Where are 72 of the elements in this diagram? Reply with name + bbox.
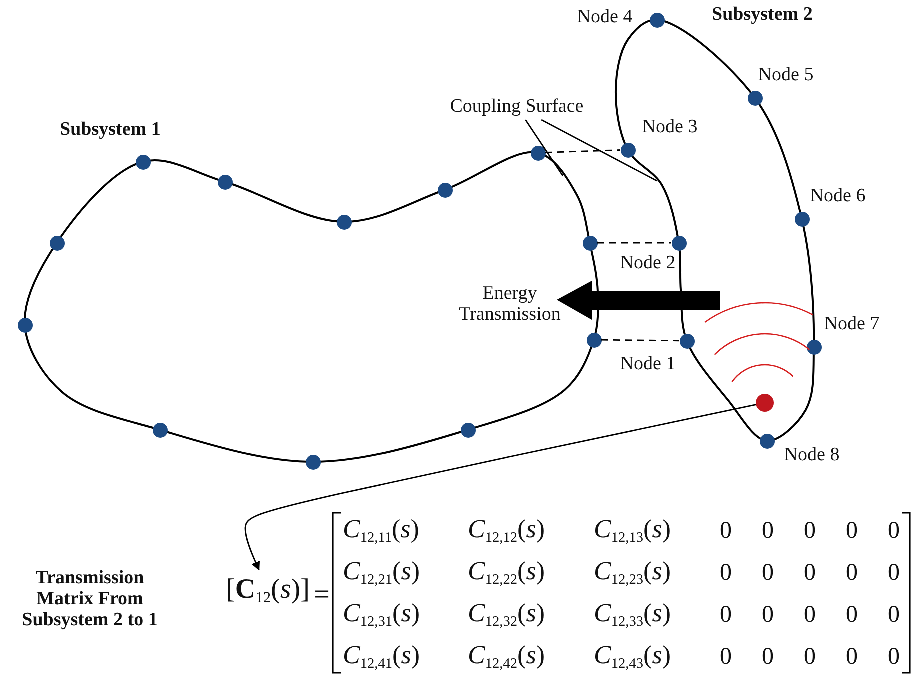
matrix-cell: 0: [804, 602, 816, 628]
node-label: Node 3: [642, 118, 698, 138]
matrix-cell: C$_{12,42}$(s): [468, 642, 545, 672]
source-dot: [756, 394, 774, 412]
node-dot: [620, 142, 636, 158]
node-dot: [152, 422, 168, 438]
matrix-cell: C$_{12,11}$(s): [343, 516, 420, 546]
node-dot: [760, 434, 774, 448]
matrix-caption: Transmission Matrix From Subsystem 2 to 1: [21, 568, 159, 632]
node-dot: [672, 236, 686, 250]
node-label: Node 2: [620, 254, 676, 274]
matrix-cell: C$_{12,21}$(s): [343, 558, 420, 588]
matrix-cell: 0: [846, 518, 858, 544]
matrix-symbol: [C$_{12}$(s)]: [222, 570, 314, 610]
node-dot: [748, 90, 762, 106]
matrix-cell: 0: [804, 644, 816, 670]
node-dot: [50, 236, 64, 250]
node-dot: [336, 214, 352, 230]
dashed-connector: [545, 150, 621, 154]
callout-text: Coupling Surface: [432, 94, 602, 120]
matrix-cell: C$_{12,33}$(s): [594, 600, 671, 630]
matrix-cell: 0: [888, 602, 900, 628]
node-dot: [460, 422, 476, 438]
node-dot: [306, 454, 320, 470]
matrix-cell: 0: [888, 644, 900, 670]
arrow-caption: Energy Transmission: [458, 284, 562, 326]
matrix-cell: C$_{12,41}$(s): [343, 642, 420, 672]
dashed-connector: [598, 242, 672, 244]
matrix-cell: 0: [720, 602, 732, 628]
subsystem-title: Subsystem 2: [712, 5, 813, 26]
node-dot: [806, 340, 822, 354]
matrix-cell: C$_{12,12}$(s): [468, 516, 545, 546]
matrix-cell: 0: [888, 518, 900, 544]
matrix-cell: 0: [804, 518, 816, 544]
node-dot: [650, 12, 664, 28]
node-label: Node 4: [577, 8, 633, 28]
matrix-cell: 0: [888, 560, 900, 586]
node-label: Node 1: [620, 354, 676, 376]
matrix-cell: 0: [720, 644, 732, 670]
equals-sign: =: [314, 580, 330, 612]
node-dot: [680, 334, 694, 348]
matrix-cell: C$_{12,13}$(s): [594, 516, 671, 546]
matrix-cell: C$_{12,32}$(s): [468, 600, 545, 630]
matrix-cell: 0: [762, 560, 774, 586]
node-label: Node 7: [824, 314, 880, 336]
node-dot: [582, 236, 598, 250]
node-dot: [136, 154, 150, 170]
matrix-cell: 0: [804, 560, 816, 586]
node-dot: [530, 146, 546, 160]
node-dot: [438, 182, 452, 198]
matrix-cell: 0: [720, 518, 732, 544]
arrow: [244, 404, 756, 571]
node-label: Node 6: [810, 186, 866, 208]
node-label: Node 8: [784, 446, 840, 466]
node-dot: [18, 318, 32, 332]
dashed-connector: [602, 339, 680, 342]
node-dot: [586, 332, 602, 348]
matrix-cell: 0: [762, 602, 774, 628]
subsystem-title: Subsystem 1: [60, 120, 161, 141]
node-label: Node 5: [758, 66, 814, 86]
node-dot: [218, 174, 232, 190]
matrix-cell: 0: [846, 644, 858, 670]
matrix-cell: 0: [846, 560, 858, 586]
matrix-cell: 0: [720, 560, 732, 586]
matrix-cell: C$_{12,22}$(s): [468, 558, 545, 588]
matrix-cell: C$_{12,43}$(s): [594, 642, 671, 672]
matrix-cell: 0: [762, 518, 774, 544]
matrix-cell: 0: [762, 644, 774, 670]
matrix-cell: 0: [846, 602, 858, 628]
node-dot: [794, 212, 810, 226]
matrix-cell: C$_{12,23}$(s): [594, 558, 671, 588]
matrix-cell: C$_{12,31}$(s): [343, 600, 420, 630]
